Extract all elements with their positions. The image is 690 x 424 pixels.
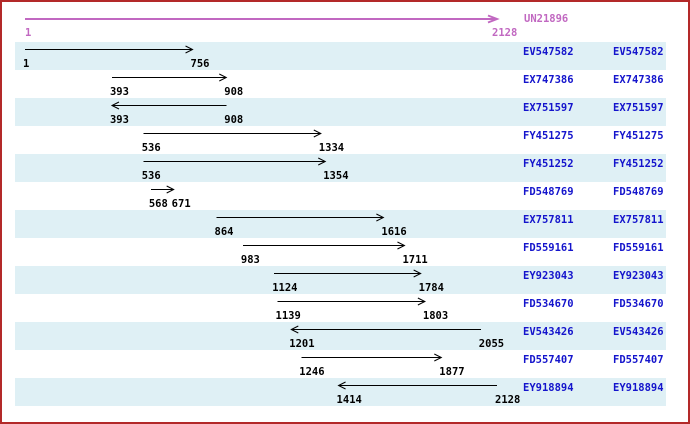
start-coordinate: 1246: [299, 366, 325, 378]
end-coordinate: 1711: [402, 254, 428, 266]
accession-link-secondary[interactable]: FY451252: [613, 158, 664, 170]
accession-link-secondary[interactable]: EX747386: [613, 74, 664, 86]
accession-link[interactable]: EY918894: [523, 382, 574, 394]
end-coordinate: 1877: [439, 366, 465, 378]
end-coordinate: 671: [171, 198, 191, 210]
start-coordinate: 1139: [275, 310, 301, 322]
start-coordinate: 864: [214, 226, 234, 238]
end-coordinate: 2128: [495, 394, 521, 406]
ruler-start-coordinate: 1: [25, 27, 32, 39]
row-band: [15, 70, 666, 98]
start-coordinate: 1201: [289, 338, 315, 350]
accession-link-secondary[interactable]: EX751597: [613, 102, 664, 114]
unigene-consensus-arrow: [25, 14, 500, 24]
accession-link-secondary[interactable]: EV547582: [613, 46, 664, 58]
start-coordinate: 568: [148, 198, 168, 210]
end-coordinate: 1784: [418, 282, 444, 294]
accession-link-secondary[interactable]: FD559161: [613, 242, 664, 254]
accession-link[interactable]: EV543426: [523, 326, 574, 338]
accession-link[interactable]: FD534670: [523, 298, 574, 310]
accession-link-secondary[interactable]: FD548769: [613, 186, 664, 198]
end-coordinate: 1354: [323, 170, 349, 182]
accession-link[interactable]: FD557407: [523, 354, 574, 366]
start-coordinate: 1414: [336, 394, 362, 406]
accession-link[interactable]: EX747386: [523, 74, 574, 86]
alignment-arrow[interactable]: [2, 322, 522, 338]
alignment-arrow[interactable]: [2, 98, 522, 114]
start-coordinate: 1124: [272, 282, 298, 294]
end-coordinate: 1616: [381, 226, 407, 238]
end-coordinate: 908: [224, 86, 244, 98]
alignment-arrow[interactable]: [2, 126, 522, 142]
accession-link-secondary[interactable]: EY918894: [613, 382, 664, 394]
accession-link[interactable]: FD548769: [523, 186, 574, 198]
accession-link[interactable]: EY923043: [523, 270, 574, 282]
row-band: [15, 238, 666, 266]
row-band: [15, 210, 666, 238]
start-coordinate: 536: [141, 170, 161, 182]
accession-link-secondary[interactable]: EX757811: [613, 214, 664, 226]
accession-link[interactable]: FD559161: [523, 242, 574, 254]
alignment-arrow[interactable]: [2, 294, 522, 310]
row-band: [15, 378, 666, 406]
row-band: [15, 154, 666, 182]
alignment-arrow[interactable]: [2, 210, 522, 226]
row-band: [15, 294, 666, 322]
end-coordinate: 756: [190, 58, 210, 70]
alignment-arrow[interactable]: [2, 70, 522, 86]
accession-link[interactable]: FY451275: [523, 130, 574, 142]
ruler-end-coordinate: 2128: [492, 27, 518, 39]
alignment-arrow[interactable]: [2, 350, 522, 366]
unigene-id-label: UN21896: [524, 13, 569, 25]
alignment-arrow[interactable]: [2, 266, 522, 282]
alignment-arrow[interactable]: [2, 378, 522, 394]
accession-link-secondary[interactable]: EY923043: [613, 270, 664, 282]
end-coordinate: 1803: [422, 310, 449, 322]
row-band: [15, 266, 666, 294]
accession-link-secondary[interactable]: FY451275: [613, 130, 664, 142]
accession-link-secondary[interactable]: EV543426: [613, 326, 664, 338]
accession-link-secondary[interactable]: FD557407: [613, 354, 664, 366]
row-band: [15, 98, 666, 126]
start-coordinate: 393: [109, 86, 129, 98]
row-band: [15, 350, 666, 378]
accession-link[interactable]: EX757811: [523, 214, 574, 226]
row-band: [15, 182, 666, 210]
end-coordinate: 1334: [318, 142, 345, 154]
start-coordinate: 393: [109, 114, 129, 126]
alignment-arrow[interactable]: [2, 42, 522, 58]
accession-link-secondary[interactable]: FD534670: [613, 298, 664, 310]
accession-link[interactable]: EX751597: [523, 102, 574, 114]
alignment-arrow[interactable]: [2, 154, 522, 170]
start-coordinate: 983: [240, 254, 260, 266]
row-band: [15, 126, 666, 154]
alignment-arrow[interactable]: [2, 182, 522, 198]
start-coordinate: 1: [23, 58, 30, 70]
start-coordinate: 536: [141, 142, 161, 154]
end-coordinate: 908: [224, 114, 244, 126]
accession-link[interactable]: FY451252: [523, 158, 574, 170]
end-coordinate: 2055: [478, 338, 505, 350]
accession-link[interactable]: EV547582: [523, 46, 574, 58]
row-band: [15, 322, 666, 350]
row-band: [15, 42, 666, 70]
alignment-arrow[interactable]: [2, 238, 522, 254]
